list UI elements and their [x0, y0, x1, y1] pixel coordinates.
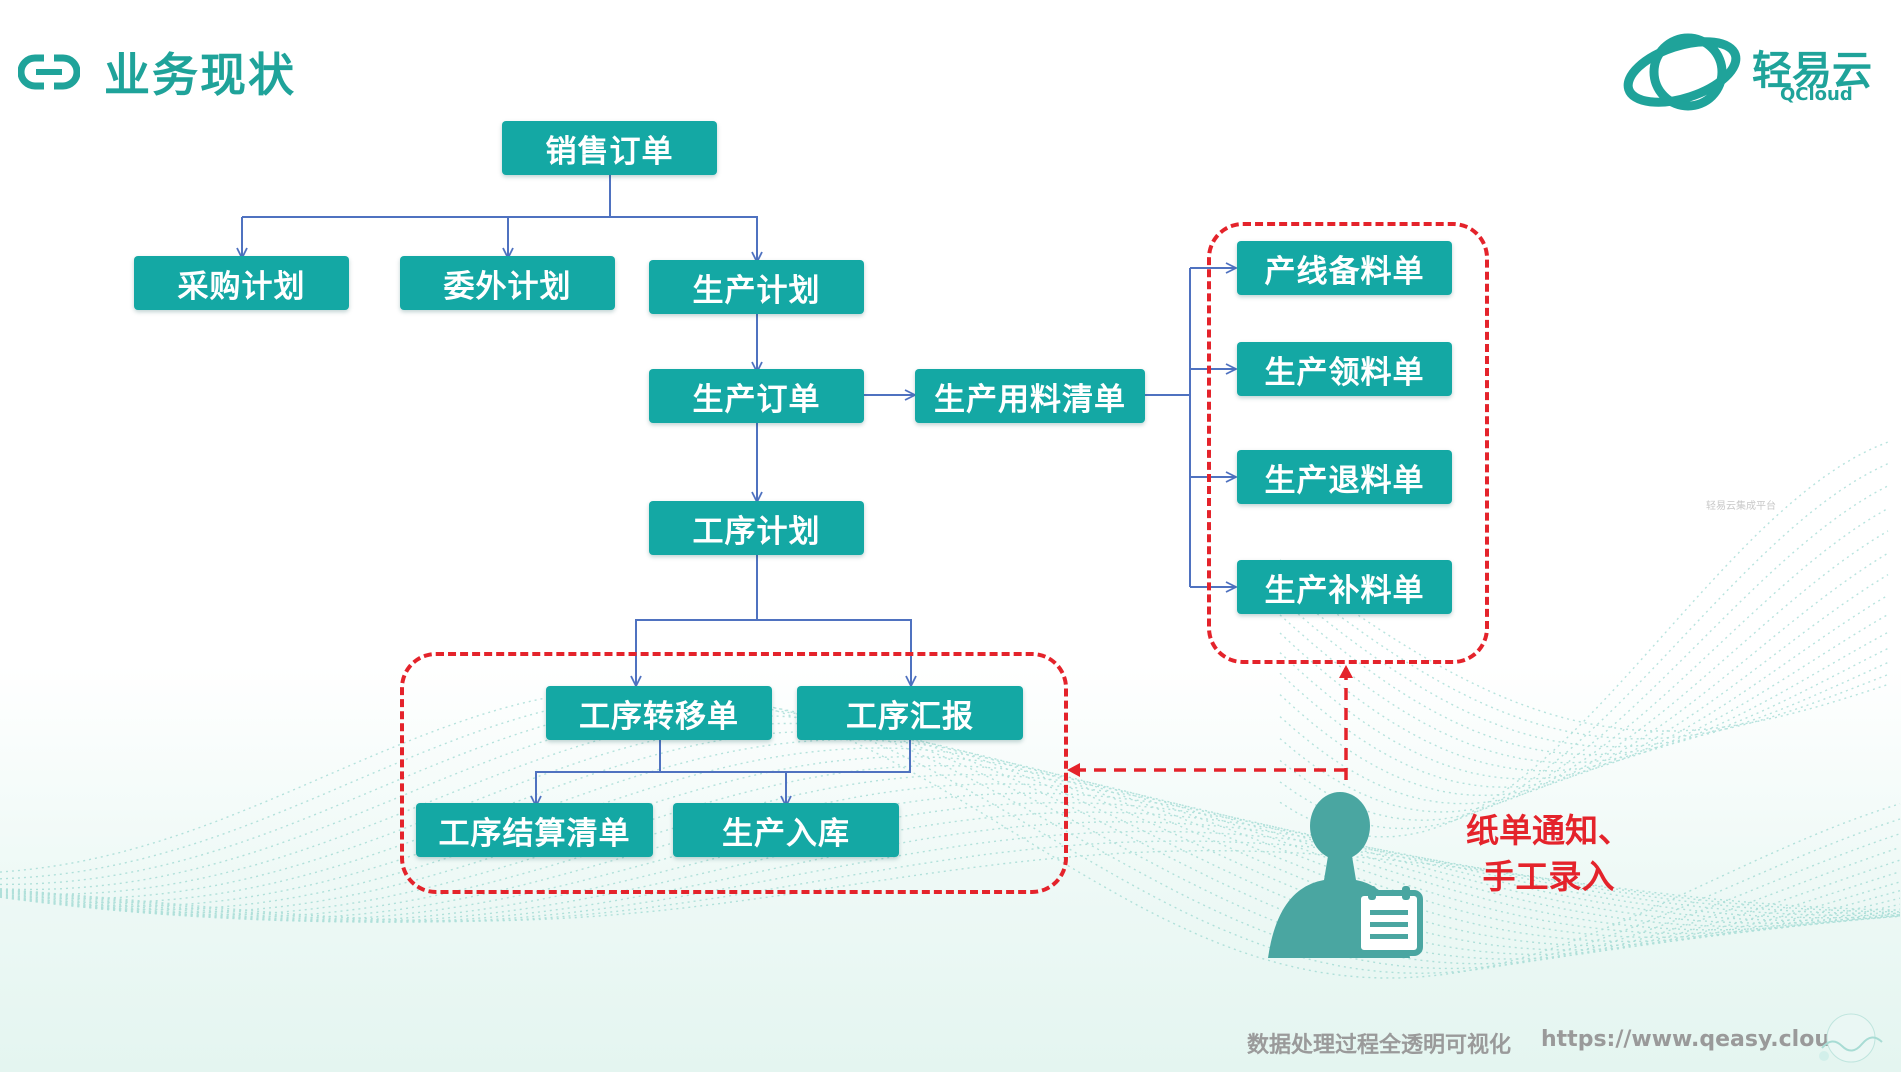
manual-input-note-line2: 手工录入 — [1482, 857, 1615, 896]
wave-line — [1279, 552, 1889, 797]
node-process-plan[interactable]: 工序计划 — [649, 501, 864, 555]
page-title: 业务现状 — [104, 48, 296, 102]
wave-line — [1279, 582, 1889, 748]
wave-line — [0, 730, 1901, 951]
cloud-wave-icon — [1819, 1013, 1883, 1063]
node-material-return[interactable]: 生产退料单 — [1237, 450, 1452, 504]
wave-line — [1279, 614, 1889, 764]
person-with-document-icon — [1268, 792, 1423, 958]
wave-line — [0, 747, 1901, 943]
node-production-plan[interactable]: 生产计划 — [649, 260, 864, 314]
node-material-supplement[interactable]: 生产补料单 — [1237, 560, 1452, 614]
wave-line — [0, 801, 1901, 922]
wave-line — [0, 687, 1901, 979]
arrow-to-process-report — [757, 619, 917, 689]
wave-line — [0, 792, 1901, 925]
wave-lines — [0, 441, 1901, 979]
manual-input-note-line1: 纸单通知、 — [1466, 811, 1631, 850]
wave-line — [0, 774, 1901, 931]
wave-line — [0, 783, 1901, 928]
wave-line — [0, 700, 1901, 970]
link-icon — [18, 54, 80, 90]
arrow-to-production-plan — [610, 216, 763, 265]
highlight-box-process-docs — [400, 652, 1068, 894]
arrow-to-production-inbound — [780, 740, 911, 809]
wave-line — [1279, 530, 1889, 805]
logo-name: 轻易云 — [1752, 48, 1872, 94]
arrow-to-process-settlement — [530, 740, 661, 809]
highlight-box-material-docs — [1207, 222, 1489, 664]
page-header: 业务现状 — [18, 42, 296, 102]
wave-line — [1279, 570, 1889, 740]
wave-line — [0, 738, 1901, 947]
wave-line — [0, 756, 1901, 939]
watermark-text: 轻易云集成平台 — [1706, 501, 1776, 512]
wave-line — [1279, 597, 1889, 756]
node-production-bom[interactable]: 生产用料清单 — [915, 369, 1145, 423]
manual-input-note: 纸单通知、 手工录入 — [1466, 808, 1631, 900]
node-production-inbound[interactable]: 生产入库 — [673, 803, 899, 857]
footer-url[interactable]: https://www.qeasy.cloud — [1541, 1027, 1846, 1052]
connector-sales-trunk — [242, 175, 611, 218]
wave-line — [1279, 559, 1889, 732]
node-purchase-plan[interactable]: 采购计划 — [134, 256, 349, 310]
node-process-settlement[interactable]: 工序结算清单 — [416, 803, 653, 857]
wave-line — [1279, 485, 1889, 822]
node-outsource-plan[interactable]: 委外计划 — [400, 256, 615, 310]
node-process-report[interactable]: 工序汇报 — [797, 686, 1023, 740]
node-production-order[interactable]: 生产订单 — [649, 369, 864, 423]
wave-line — [0, 714, 1901, 960]
logo-subtitle: QCloud — [1780, 84, 1853, 105]
wave-line — [0, 840, 1901, 923]
qcloud-orbit-logo-icon — [1623, 33, 1741, 111]
node-process-transfer[interactable]: 工序转移单 — [546, 686, 772, 740]
footer-tagline: 数据处理过程全透明可视化 — [1247, 1033, 1512, 1058]
node-line-prep[interactable]: 产线备料单 — [1237, 241, 1452, 295]
node-material-pick[interactable]: 生产领料单 — [1237, 342, 1452, 396]
wave-line — [1279, 441, 1889, 838]
wave-line — [0, 707, 1901, 965]
wave-line — [0, 850, 1901, 922]
wave-line — [0, 722, 1901, 956]
wave-line — [0, 764, 1901, 935]
node-sales-order[interactable]: 销售订单 — [502, 121, 717, 175]
